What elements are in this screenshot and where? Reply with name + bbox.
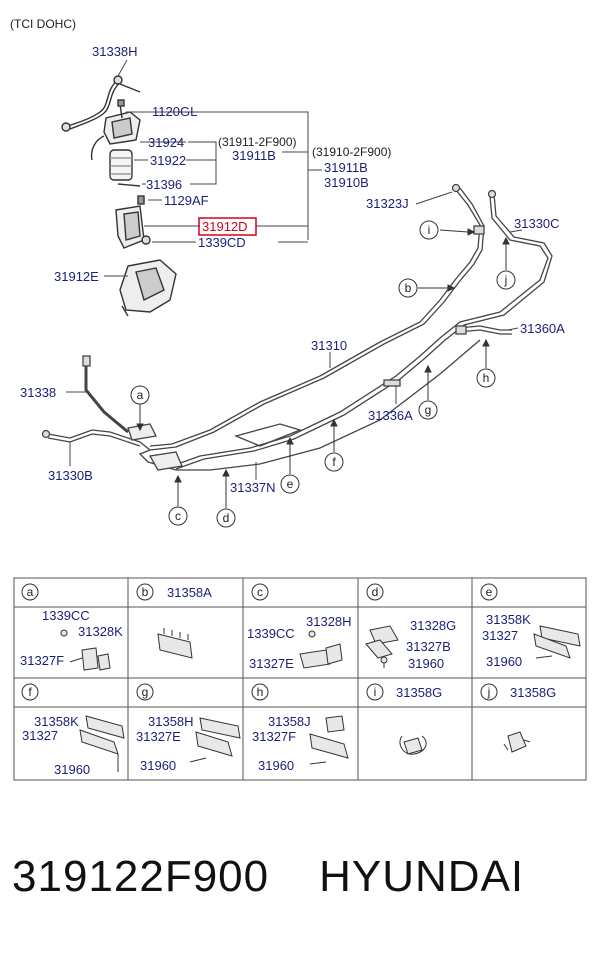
marker-a [130,385,150,405]
callout-31922[interactable]: 31922 [150,153,186,168]
part-label[interactable]: 31358K [34,714,79,729]
part-label[interactable]: 31327E [136,729,181,744]
cell-title-i[interactable]: 31358G [396,685,442,700]
part-label[interactable]: 31328G [410,618,456,633]
part-label[interactable]: 1339CC [247,626,295,641]
part-label[interactable]: 1339CC [42,608,90,623]
marker-letter: b [405,281,412,295]
callout-31310[interactable]: 31310 [311,338,347,353]
cell-letter: j [487,685,491,699]
footer-caption: 319122F900 HYUNDAI [12,852,524,902]
fuel-filter-assembly [61,75,177,317]
callout-31330C[interactable]: 31330C [514,216,560,231]
part-label[interactable]: 31960 [408,656,444,671]
part-label[interactable]: 31327 [482,628,518,643]
engine-variant-header: (TCI DOHC) [10,17,76,31]
cell-letter: g [142,685,149,699]
marker-i [419,220,439,240]
callout-31910-2F900: (31910-2F900) [312,145,391,159]
part-label[interactable]: 31960 [486,654,522,669]
callout-31323J[interactable]: 31323J [366,196,409,211]
marker-j [496,270,516,290]
callout-31912D[interactable]: 31912D [202,219,248,234]
cell-letter: e [486,585,493,599]
callout-31911-2F900: (31911-2F900) [218,135,297,149]
fuel-lines [41,183,553,471]
callout-1129AF[interactable]: 1129AF [164,193,209,208]
leader-lines-top [104,59,322,277]
part-number: 319122F900 [12,852,270,901]
table-part-illustrations [60,625,581,772]
cell-letter: i [374,685,377,699]
callout-31338H[interactable]: 31338H [92,44,138,59]
cell-title-b[interactable]: 31358A [167,585,212,600]
callout-31336A[interactable]: 31336A [368,408,413,423]
callout-1120GL[interactable]: 1120GL [152,104,197,119]
callout-31910B[interactable]: 31910B [324,175,369,190]
diagram-marker-letters: i b j h g a f e c d [137,223,508,525]
part-label[interactable]: 31327F [252,729,296,744]
cell-letter: b [142,585,149,599]
marker-letter: h [483,371,490,385]
marker-e [280,474,300,494]
callout-31396[interactable]: 31396 [146,177,182,192]
table-cell-letters: a b c d e f g h i j [27,585,493,699]
part-label[interactable]: 31358H [148,714,194,729]
detail-table [13,577,587,781]
part-label[interactable]: 31327B [406,639,451,654]
cell-title-j[interactable]: 31358G [510,685,556,700]
marker-d [216,508,236,528]
callout-31911B-b[interactable]: 31911B [324,160,368,175]
cell-letter: f [28,685,32,699]
marker-letter: g [425,403,432,417]
marker-letter: e [287,477,294,491]
table-part-labels: 1339CC 31328K 31327F 31328H 1339CC 31327… [20,608,531,777]
marker-letter: d [223,511,230,525]
marker-h [476,368,496,388]
cell-letter: d [372,585,379,599]
marker-letter: c [175,509,181,523]
marker-letter: i [428,223,431,237]
callout-31337N[interactable]: 31337N [230,480,276,495]
marker-letter: a [137,388,144,402]
part-label[interactable]: 31358K [486,612,531,627]
callout-31912E[interactable]: 31912E [54,269,99,284]
part-label[interactable]: 31960 [258,758,294,773]
marker-c [168,506,188,526]
part-label[interactable]: 31327E [249,656,294,671]
diagram-markers [130,220,516,528]
callout-31360A[interactable]: 31360A [520,321,565,336]
leader-lines-lower [66,191,523,480]
part-label[interactable]: 31327F [20,653,64,668]
marker-letter: j [504,273,508,287]
part-label[interactable]: 31327 [22,728,58,743]
marker-letter: f [332,455,336,469]
marker-b [398,278,418,298]
part-label[interactable]: 31358J [268,714,311,729]
marker-f [324,452,344,472]
highlight-box-31912D [198,217,257,236]
callout-31338[interactable]: 31338 [20,385,56,400]
part-label[interactable]: 31960 [140,758,176,773]
cell-letter: a [27,585,34,599]
callout-31924[interactable]: 31924 [148,135,184,150]
marker-arrows [136,228,510,508]
part-label[interactable]: 31328K [78,624,123,639]
cell-letter: c [257,585,263,599]
table-cell-markers [21,583,498,701]
callout-labels: 31338H 1120GL 31924 (31911-2F900) (31910… [20,44,565,495]
callout-31330B[interactable]: 31330B [48,468,93,483]
part-label[interactable]: 31328H [306,614,352,629]
marker-g [418,400,438,420]
callout-1339CD[interactable]: 1339CD [198,235,246,250]
cell-letter: h [257,685,264,699]
part-label[interactable]: 31960 [54,762,90,777]
brand-name: HYUNDAI [319,852,525,901]
table-cell-titles: 31358A 31358G 31358G [167,585,556,700]
callout-31911B[interactable]: 31911B [232,148,276,163]
